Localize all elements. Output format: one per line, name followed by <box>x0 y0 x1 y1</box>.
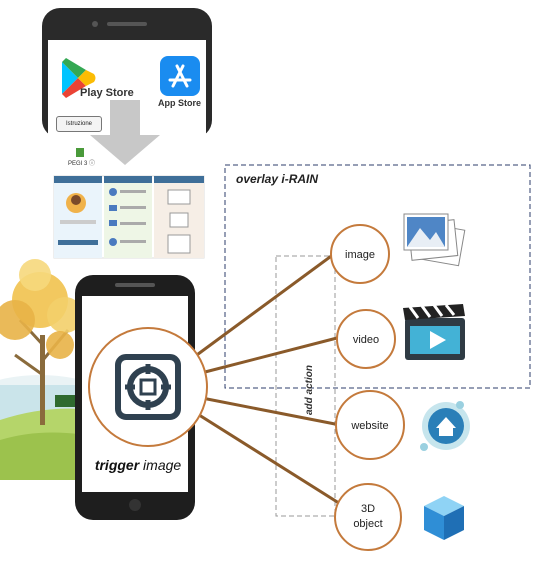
photo-stack-icon <box>403 213 466 267</box>
overlay-title: overlay i-RAIN <box>236 172 318 186</box>
svg-text:3D: 3D <box>361 503 375 515</box>
add-action-box <box>275 255 336 517</box>
target-icon <box>115 354 181 420</box>
clapperboard-icon <box>403 304 465 360</box>
svg-text:object: object <box>353 518 382 530</box>
svg-text:website: website <box>350 420 388 432</box>
add-action-label: add action <box>304 365 315 415</box>
node-image: image <box>330 224 390 284</box>
svg-text:image: image <box>345 249 375 261</box>
cube-3d-icon <box>424 496 464 540</box>
node-video: video <box>336 309 396 369</box>
app-store-icon <box>160 56 200 96</box>
play-store-label: Play Store <box>80 87 134 99</box>
download-arrow <box>90 100 160 165</box>
home-icon <box>420 401 470 451</box>
app-screens <box>53 175 205 259</box>
overlay-box <box>224 164 531 389</box>
pegi-label: PEGI 3 ⓘ <box>68 161 96 167</box>
node-3d-object: 3D object <box>334 483 402 551</box>
trigger-node <box>88 327 208 447</box>
trigger-label: trigger image <box>95 457 182 473</box>
svg-text:video: video <box>353 334 379 346</box>
pegi-badge-icon <box>76 148 84 157</box>
app-store-label: App Store <box>158 98 202 108</box>
google-play-icon <box>62 58 96 98</box>
connector-lines <box>187 252 343 507</box>
pegi-rating: PEGI 3 ⓘ <box>68 148 95 167</box>
instruction-button[interactable]: Istruzione <box>56 116 102 132</box>
node-website: website <box>335 390 405 460</box>
